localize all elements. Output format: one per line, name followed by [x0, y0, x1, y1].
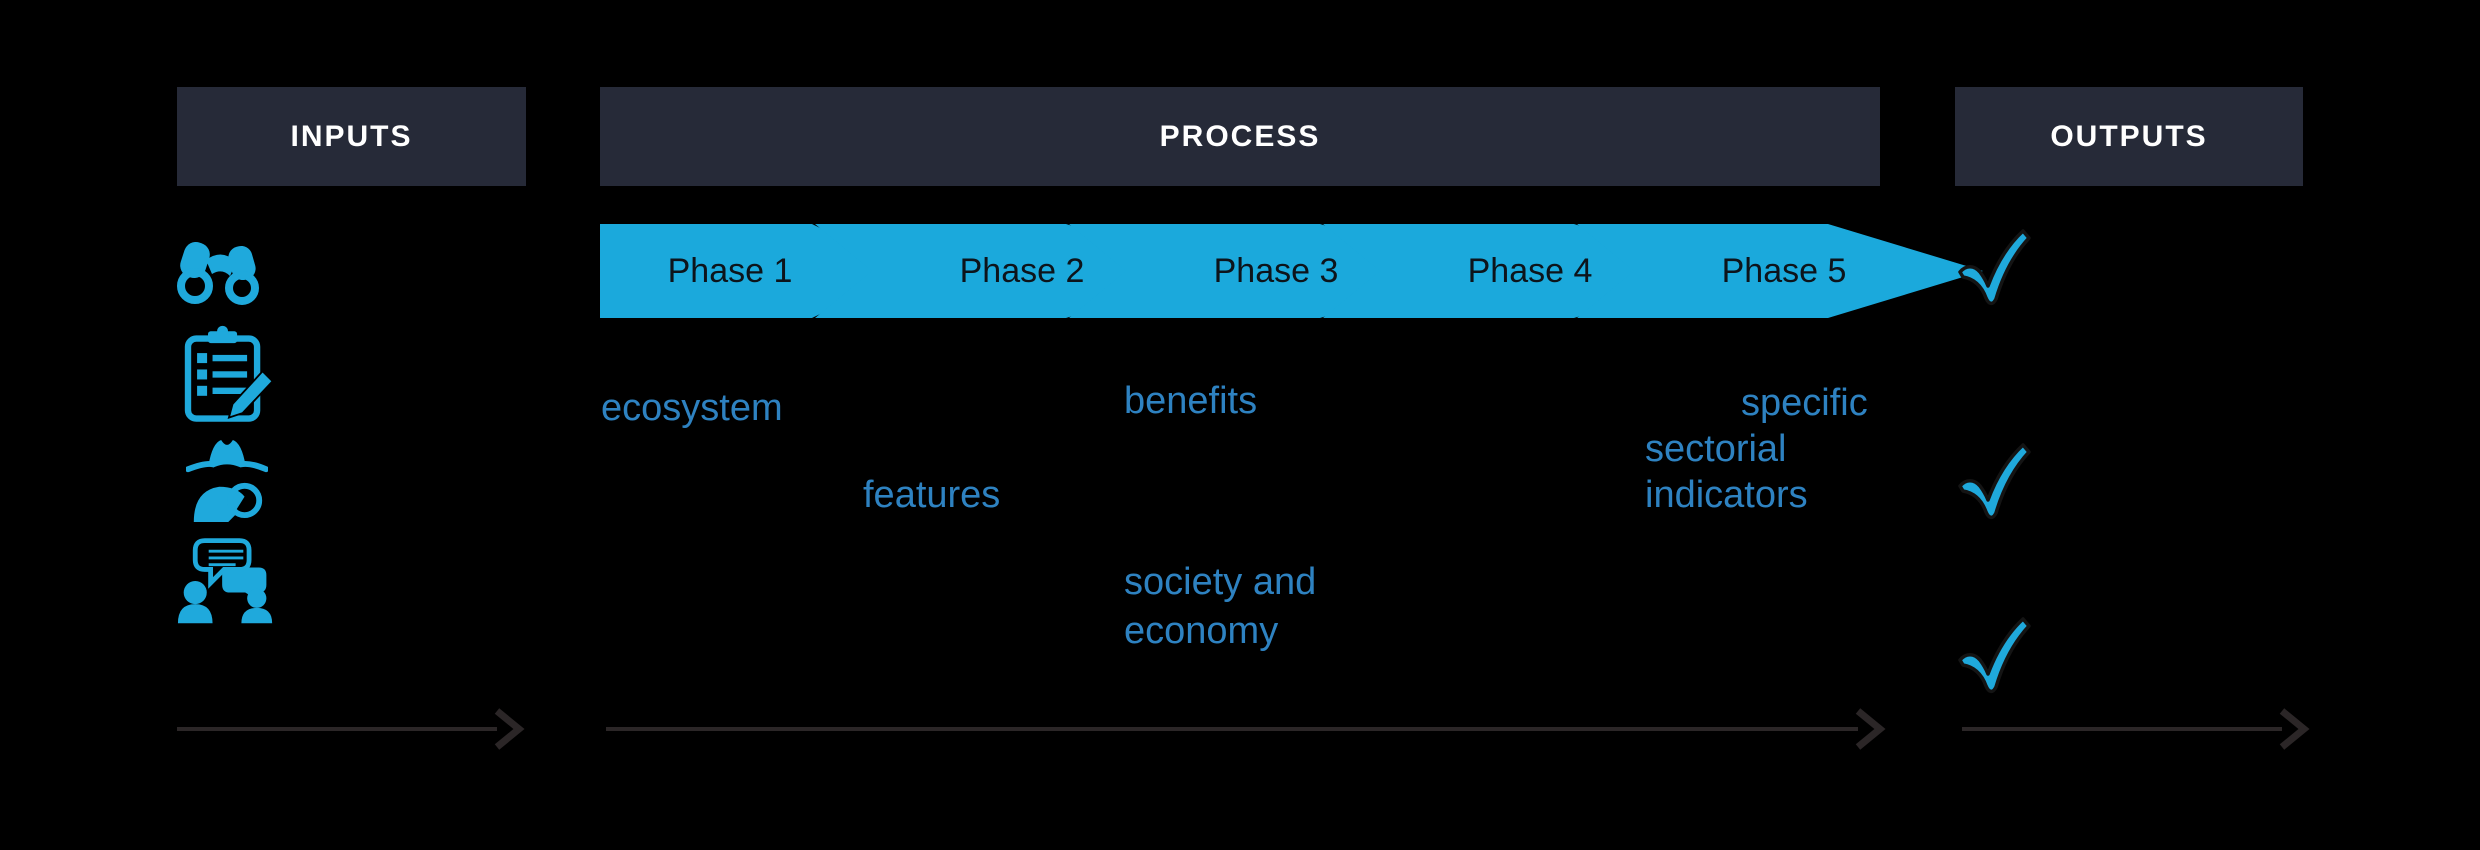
outputs-flow-arrow	[1962, 708, 2310, 750]
phase-2-label: Phase 2	[959, 251, 1085, 290]
process-header: PROCESS	[600, 87, 1880, 186]
checkmark-icon	[1958, 443, 2031, 520]
inputs-flow-arrow	[177, 708, 525, 750]
phase-5-chevron: Phase 5	[1577, 224, 1983, 318]
outputs-header: OUTPUTS	[1955, 87, 2303, 186]
label-line: society and	[1124, 561, 1317, 603]
inputs-header: INPUTS	[177, 87, 526, 186]
outputs-header-label: OUTPUTS	[2050, 119, 2208, 153]
checkmark-icon	[1958, 617, 2031, 694]
label-line: indicators	[1645, 474, 1808, 516]
label-society-and-economy: society and economy	[1124, 558, 1316, 656]
inputs-header-label: INPUTS	[290, 119, 413, 153]
phase-4-label: Phase 4	[1467, 251, 1593, 290]
detective-search-icon	[186, 439, 268, 522]
label-line: specific	[1741, 382, 1868, 424]
process-flow-arrow	[606, 708, 1886, 750]
label-benefits: benefits	[1124, 380, 1258, 422]
label-ecosystem: ecosystem	[601, 387, 783, 429]
phase-1-label: Phase 1	[667, 251, 793, 290]
phase-5-label: Phase 5	[1721, 251, 1847, 290]
phase-3-label: Phase 3	[1213, 251, 1339, 290]
label-line: sectorial	[1645, 428, 1787, 470]
process-header-label: PROCESS	[1159, 119, 1321, 153]
checkmark-icon	[1958, 229, 2031, 306]
label-specific-sectorial-indicators: specific sectorial indicators	[1645, 380, 1868, 518]
label-line: economy	[1124, 610, 1279, 652]
discussion-people-icon	[177, 538, 273, 624]
label-features: features	[863, 474, 1001, 516]
binoculars-icon	[177, 241, 259, 305]
clipboard-checklist-icon	[184, 325, 274, 422]
